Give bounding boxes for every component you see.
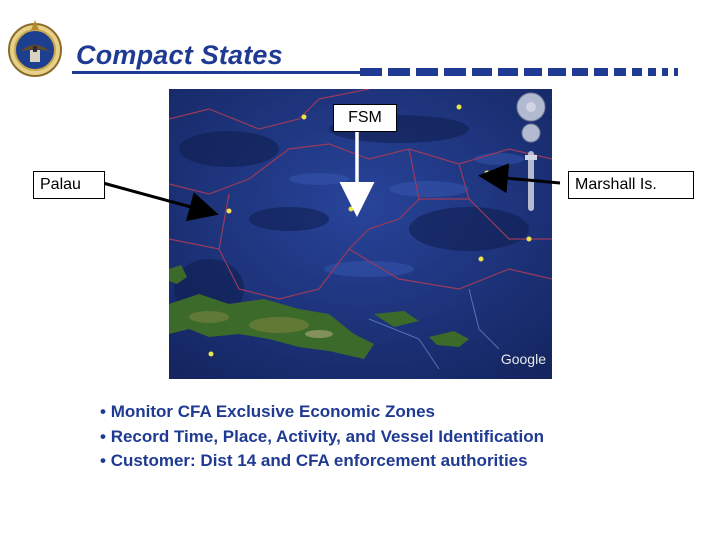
seal-emblem-icon [8, 20, 62, 77]
title-divider [72, 68, 678, 76]
callout-palau: Palau [33, 171, 105, 199]
bullet-item: Record Time, Place, Activity, and Vessel… [100, 425, 544, 450]
bullet-list: Monitor CFA Exclusive Economic Zones Rec… [100, 400, 544, 474]
satellite-map[interactable]: Google [169, 89, 552, 379]
google-watermark: Google [500, 351, 546, 367]
bullet-item: Customer: Dist 14 and CFA enforcement au… [100, 449, 544, 474]
callout-fsm: FSM [333, 104, 397, 132]
callout-marshall-islands: Marshall Is. [568, 171, 694, 199]
bullet-item: Monitor CFA Exclusive Economic Zones [100, 400, 544, 425]
slide-title: Compact States [76, 40, 283, 70]
map-image [169, 89, 552, 379]
